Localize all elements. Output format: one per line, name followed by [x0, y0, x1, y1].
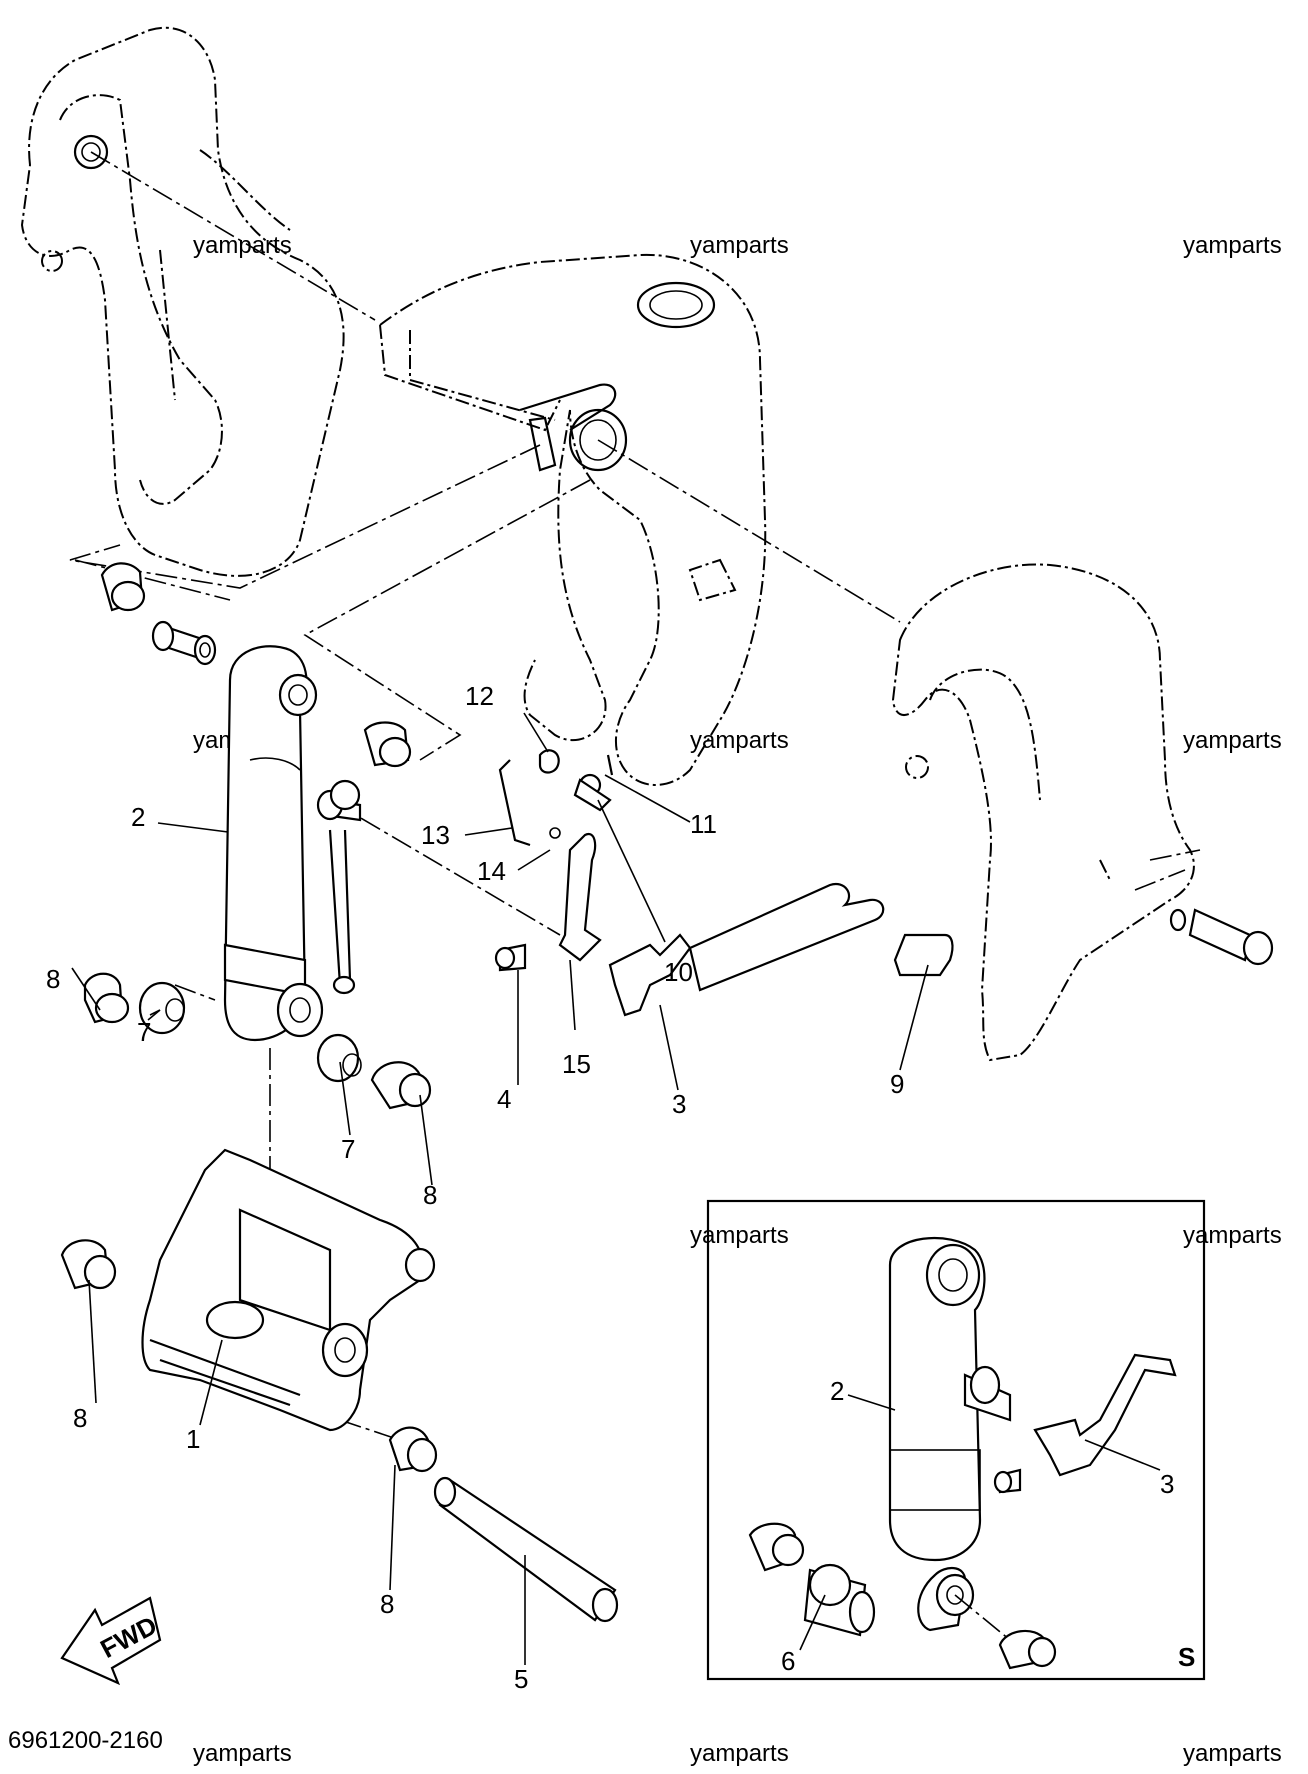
callout-9: 9: [890, 1069, 904, 1099]
lower-mounting-bracket: [60, 1148, 438, 1473]
watermark-text: yamparts: [1183, 1222, 1282, 1249]
pivot-pin: [433, 1476, 619, 1623]
callout-8: 8: [423, 1180, 437, 1210]
watermarks: yamparts yamparts yamparts yamparts yamp…: [193, 232, 1282, 1767]
callout-8: 8: [73, 1403, 87, 1433]
diagram-code: 6961200-2160: [8, 1727, 163, 1754]
fwd-arrow: FWD: [60, 1596, 162, 1686]
callout-2: 2: [830, 1376, 844, 1406]
watermark-text: yamparts: [690, 1222, 789, 1249]
watermark-text: yamparts: [193, 1740, 292, 1767]
watermark-text: yamparts: [1183, 232, 1282, 259]
inset-marker: S: [1178, 1642, 1195, 1672]
watermark-text: yamparts: [1183, 1740, 1282, 1767]
callout-11: 11: [690, 809, 717, 839]
watermark-text: yamparts: [193, 232, 292, 259]
callout-1: 1: [186, 1424, 200, 1454]
watermark-text: yamparts: [1183, 727, 1282, 754]
callout-14: 14: [477, 856, 506, 886]
tilt-cylinder: [223, 645, 362, 1042]
callout-2: 2: [131, 802, 145, 832]
callout-8: 8: [380, 1589, 394, 1619]
callout-3: 3: [672, 1089, 686, 1119]
callout-12: 12: [465, 681, 494, 711]
upper-bushing-set: [100, 562, 217, 666]
right-clamp-bracket: [891, 563, 1201, 1062]
callout-15: 15: [562, 1049, 591, 1079]
callout-5: 5: [514, 1664, 528, 1694]
watermark-text: yamparts: [690, 232, 789, 259]
watermark-text: yamparts: [690, 727, 789, 754]
callout-13: 13: [421, 820, 450, 850]
left-clamp-bracket: [20, 26, 345, 577]
callouts: 2 8 7 7 8 8 1 8 5 4 15 3 9 12 13 14 11 1…: [46, 681, 1174, 1694]
callout-7: 7: [137, 1017, 151, 1047]
linkage-parts: [494, 749, 954, 1017]
callout-8: 8: [46, 964, 60, 994]
bolt-washer: [1169, 908, 1274, 966]
inset-variant-box: S: [706, 1199, 1206, 1681]
watermark-text: yamparts: [690, 1740, 789, 1767]
swivel-bracket: [379, 253, 767, 786]
leader-lines: [71, 712, 1161, 1665]
callout-10: 10: [664, 957, 693, 987]
cylinder-collars: [83, 721, 432, 1110]
callout-6: 6: [781, 1646, 795, 1676]
callout-3: 3: [1160, 1469, 1174, 1499]
callout-7: 7: [341, 1134, 355, 1164]
callout-4: 4: [497, 1084, 511, 1114]
